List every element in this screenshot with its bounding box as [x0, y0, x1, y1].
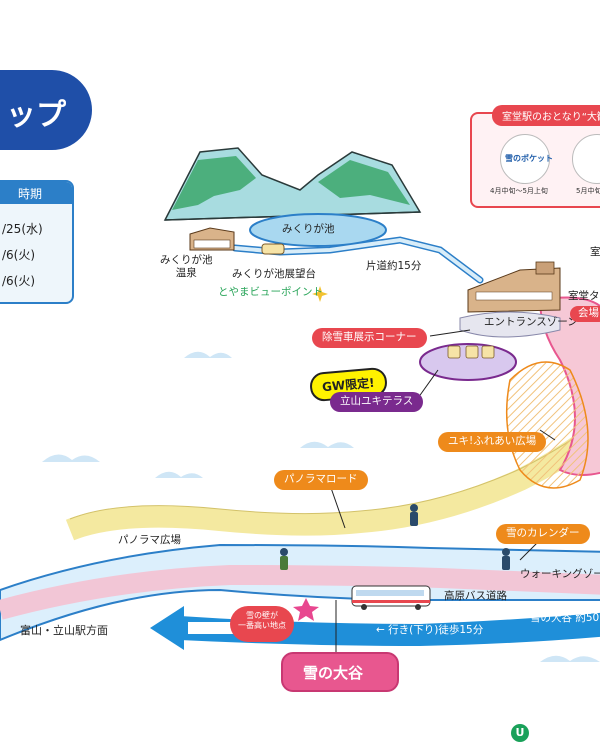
entrance-zone	[459, 311, 561, 338]
bus-icon	[351, 585, 431, 610]
badge-date: 4月中旬〜5月上旬	[490, 187, 548, 195]
star-icon	[293, 598, 319, 621]
murodo-terminal-label: 室堂タ	[568, 290, 600, 302]
highest-point-callout: 雪の壁が 一番高い地点	[230, 606, 294, 642]
onsen-label: みくりが池 温泉	[160, 254, 213, 279]
period-row: /25(水)	[2, 222, 43, 236]
fureai-callout: ユキ!ふれあい広場	[438, 432, 547, 452]
bench-icon	[447, 345, 495, 359]
pond	[249, 213, 387, 247]
period-row: /6(火)	[2, 248, 36, 262]
walking-zone-label: ウォーキングゾー	[520, 568, 600, 580]
toyama-view-label: とやまビューポイント	[218, 286, 323, 298]
walk-down-label: ← 行き(下り)徒歩15分	[376, 624, 484, 636]
map-title: ップ	[0, 70, 92, 150]
badge-date: 5月中旬〜	[576, 187, 600, 195]
period-panel: 時期 /25(水) /6(火) /6(火)	[0, 180, 74, 304]
bus-road-label: 高原バス道路	[444, 590, 507, 602]
otani-time-label: 雪の大谷 約50	[530, 612, 600, 624]
viewpoint-label: みくりが池展望台	[232, 268, 316, 280]
one-way-label: 片道約15分	[366, 260, 422, 272]
bench-icon	[261, 243, 285, 255]
walk-arrow	[150, 606, 184, 650]
panorama-plaza-label: パノラマ広場	[118, 534, 181, 546]
toyama-direction-label: 富山・立山駅方面	[20, 624, 108, 637]
murodo-terminal	[467, 261, 561, 313]
panorama-road-callout: パノラマロード	[274, 470, 368, 490]
entrance-zone-label: エントランスゾーン	[484, 316, 578, 328]
leader-lines	[329, 329, 556, 652]
period-heading: 時期	[0, 182, 72, 204]
fureai-area	[505, 361, 589, 489]
yuki-terrace-callout: 立山ユキテラス	[330, 392, 424, 412]
mountain	[163, 147, 422, 221]
period-row: /6(火)	[2, 274, 36, 288]
station-panel-title: 室堂駅のおとなり“大観	[492, 105, 600, 126]
snow-pocket-badge: 雪のポケット	[500, 134, 553, 184]
walker-icon	[280, 504, 510, 570]
onsen-building	[189, 227, 235, 251]
pond-label: みくりが池	[282, 223, 335, 235]
station-panel: 室堂駅のおとなり“大観 雪のポケット 4月中旬〜5月上旬 5月中旬〜	[470, 105, 600, 208]
yuki-no-otani-label: 雪の大谷	[281, 652, 399, 692]
bus-road	[0, 564, 600, 620]
calendar-callout: 雪のカレンダー	[496, 524, 590, 544]
kaijo-label: 会場	[570, 306, 600, 322]
sparkle-icon	[312, 286, 328, 302]
second-badge	[572, 134, 600, 184]
brand-logo-icon: U	[511, 724, 529, 742]
snowplow-callout: 除雪車展示コーナー	[312, 328, 427, 348]
murodo-label: 室	[590, 246, 600, 258]
map-title-text: ップ	[6, 98, 66, 133]
